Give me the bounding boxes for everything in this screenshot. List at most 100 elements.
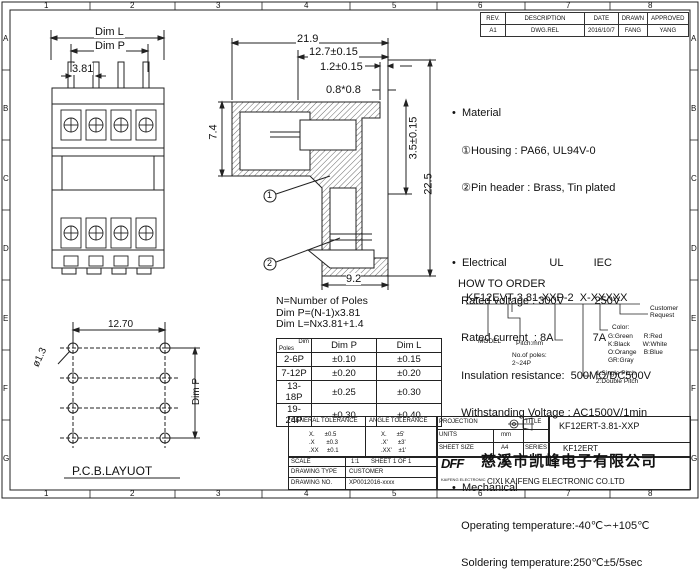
projection-box: PROJECTION UNITS mm SHEET SIZE A4 TITLE … [436, 416, 550, 458]
dim-21-9: 21.9 [296, 33, 320, 45]
frame-number: 6 [478, 489, 483, 498]
table-row: 2-6P ±0.10 ±0.15 [276, 352, 442, 367]
column-header: Dim P [311, 338, 377, 353]
spec-line: • Mechanical [452, 482, 518, 494]
angle-tolerance-label: ANGLE TOLERANCE [369, 418, 428, 424]
title-label: TITLE [525, 419, 542, 425]
frame-number: 1 [44, 489, 49, 498]
frame-letter: G [3, 454, 10, 463]
dim-l-label: Dim L [94, 26, 125, 38]
table-cell: ±0.40 [376, 403, 442, 427]
spec-line: Operating temperature:-40℃∽+105℃ [452, 519, 650, 532]
dim-p-label: Dim P [94, 40, 126, 52]
formula-line: N=Number of Poles [276, 295, 368, 307]
table-cell: FANG [617, 24, 649, 37]
angle-tolerance-values: X. ±5' .X' ±3' .XX' ±1' [381, 432, 407, 454]
pcb-layout [57, 322, 200, 479]
formula-line: Dim L=Nx3.81+1.4 [276, 318, 364, 330]
frame-letter: D [691, 244, 697, 253]
corner-bottom: Poles [279, 346, 295, 352]
frame-number: 7 [566, 489, 571, 498]
table-cell: ±0.10 [311, 352, 377, 367]
title-box: KF12ERT-3.81-XXP KF12ERT [548, 416, 691, 458]
company-logo: DFF [441, 456, 464, 471]
formula-line: Dim P=(N-1)x3.81 [276, 306, 361, 319]
frame-number: 5 [392, 489, 397, 498]
revision-table: REV. DESCRIPTION DATE DRAWN APPROVED A1 … [480, 12, 689, 37]
table-row: REV. DESCRIPTION DATE DRAWN APPROVED [480, 12, 689, 25]
dim-0-8: 0.8*0.8 [326, 84, 361, 96]
order-heading: HOW TO ORDER [458, 278, 546, 290]
scale-value: 1:1 [351, 459, 360, 465]
table-row: 7-12P ±0.20 ±0.20 [276, 366, 442, 381]
table-cell: 13-18P [276, 380, 312, 404]
frame-letter: F [3, 384, 8, 393]
dim-3-5: 3.5±0.15 [407, 116, 420, 160]
pcb-dim-12-70: 12.70 [108, 319, 134, 330]
pcb-dim-p: Dim P [191, 377, 203, 406]
spec-line: • Material [452, 107, 502, 119]
frame-number: 2 [130, 489, 135, 498]
table-row: A1 DWG.REL 2016/10/7 FANG YANG [480, 24, 689, 37]
frame-number: 7 [566, 1, 571, 10]
table-cell: ±0.15 [376, 352, 442, 367]
sheet-size-label: SHEET SIZE [439, 445, 474, 451]
table-cell: 2016/10/7 [584, 24, 619, 37]
order-color-title: Color: [612, 324, 630, 331]
table-cell: DWG.REL [505, 24, 585, 37]
pcb-title: P.C.B.LAYUOT [72, 464, 153, 478]
front-screws [60, 109, 157, 267]
column-header: DRAWN [617, 12, 649, 25]
order-model: MODEL [478, 338, 502, 345]
spec-line: Rated voltage : 300V 250V [452, 294, 621, 307]
frame-number: 3 [216, 489, 221, 498]
frame-letter: E [691, 314, 697, 323]
drawing-type-label: DRAWING TYPE [291, 469, 338, 475]
table-cell: A1 [480, 24, 506, 37]
order-pitch: Pitch:mm [516, 340, 544, 347]
column-header: REV. [480, 12, 506, 25]
table-cell: YANG [647, 24, 689, 37]
series-value: KF12ERT [563, 444, 598, 453]
spec-line: Insulation resistance: 500MΩ/DC500V [452, 369, 651, 382]
company-box: DFF KAIFENG ELECTRONIC 慈溪市凯峰电子有限公司 CIXI … [436, 452, 691, 490]
sheet-label: SHEET [371, 459, 392, 465]
front-view [49, 30, 166, 275]
formula-block: N=Number of Poles Dim P=(N-1)x3.81 Dim L… [276, 295, 368, 331]
general-tolerance-label: GENERAL TOLERANCE [291, 418, 358, 424]
dim-9-2: 9.2 [346, 273, 362, 285]
company-name-cn: 慈溪市凯峰电子有限公司 [481, 452, 658, 470]
table-cell: 19-24P [276, 403, 312, 427]
spec-line: Rated current : 8A 7A [452, 332, 607, 344]
dim-7-4: 7.4 [207, 124, 220, 140]
frame-number: 8 [648, 1, 653, 10]
frame-letter: G [691, 454, 698, 463]
units-value: mm [501, 432, 511, 438]
callout-1: 1 [267, 190, 273, 200]
company-logo-subtitle: KAIFENG ELECTRONIC [441, 477, 486, 482]
spec-line: ②Pin header : Brass, Tin plated [452, 182, 616, 194]
side-view [218, 38, 436, 290]
company-name-en: CIXI KAIFENG ELECTRONIC CO.LTD [487, 477, 625, 486]
sheet-value: 1 OF 1 [393, 459, 412, 465]
sheet-size-value: A4 [501, 445, 509, 451]
spec-block: • Material ①Housing : PA66, UL94V-0 ②Pin… [452, 82, 651, 582]
frame-letter: B [691, 104, 697, 113]
frame-letter: C [3, 174, 9, 183]
dim-22-5: 22.5 [422, 173, 435, 195]
corner-top: Dim [298, 339, 309, 345]
table-row: Dim Poles Dim P Dim L [276, 338, 442, 353]
frame-number: 4 [304, 1, 309, 10]
title-value: KF12ERT-3.81-XXP [559, 421, 640, 431]
column-header: DESCRIPTION [505, 12, 585, 25]
order-pitch-option: 1:Single Pitch 2:Double Pitch [596, 370, 639, 385]
frame-number: 1 [44, 1, 49, 10]
projection-label: PROJECTION [439, 419, 478, 425]
spec-line: • Electrical UL IEC [452, 257, 612, 269]
order-leaders [466, 303, 648, 377]
dim-12-7: 12.7±0.15 [308, 46, 359, 58]
column-header: Dim L [376, 338, 442, 353]
table-cell: ±0.30 [376, 380, 442, 404]
general-tolerance-values: X. ±0.5 .X ±0.3 .XX ±0.1 [309, 432, 339, 454]
table-row: 19-24P ±0.30 ±0.40 [276, 403, 442, 427]
